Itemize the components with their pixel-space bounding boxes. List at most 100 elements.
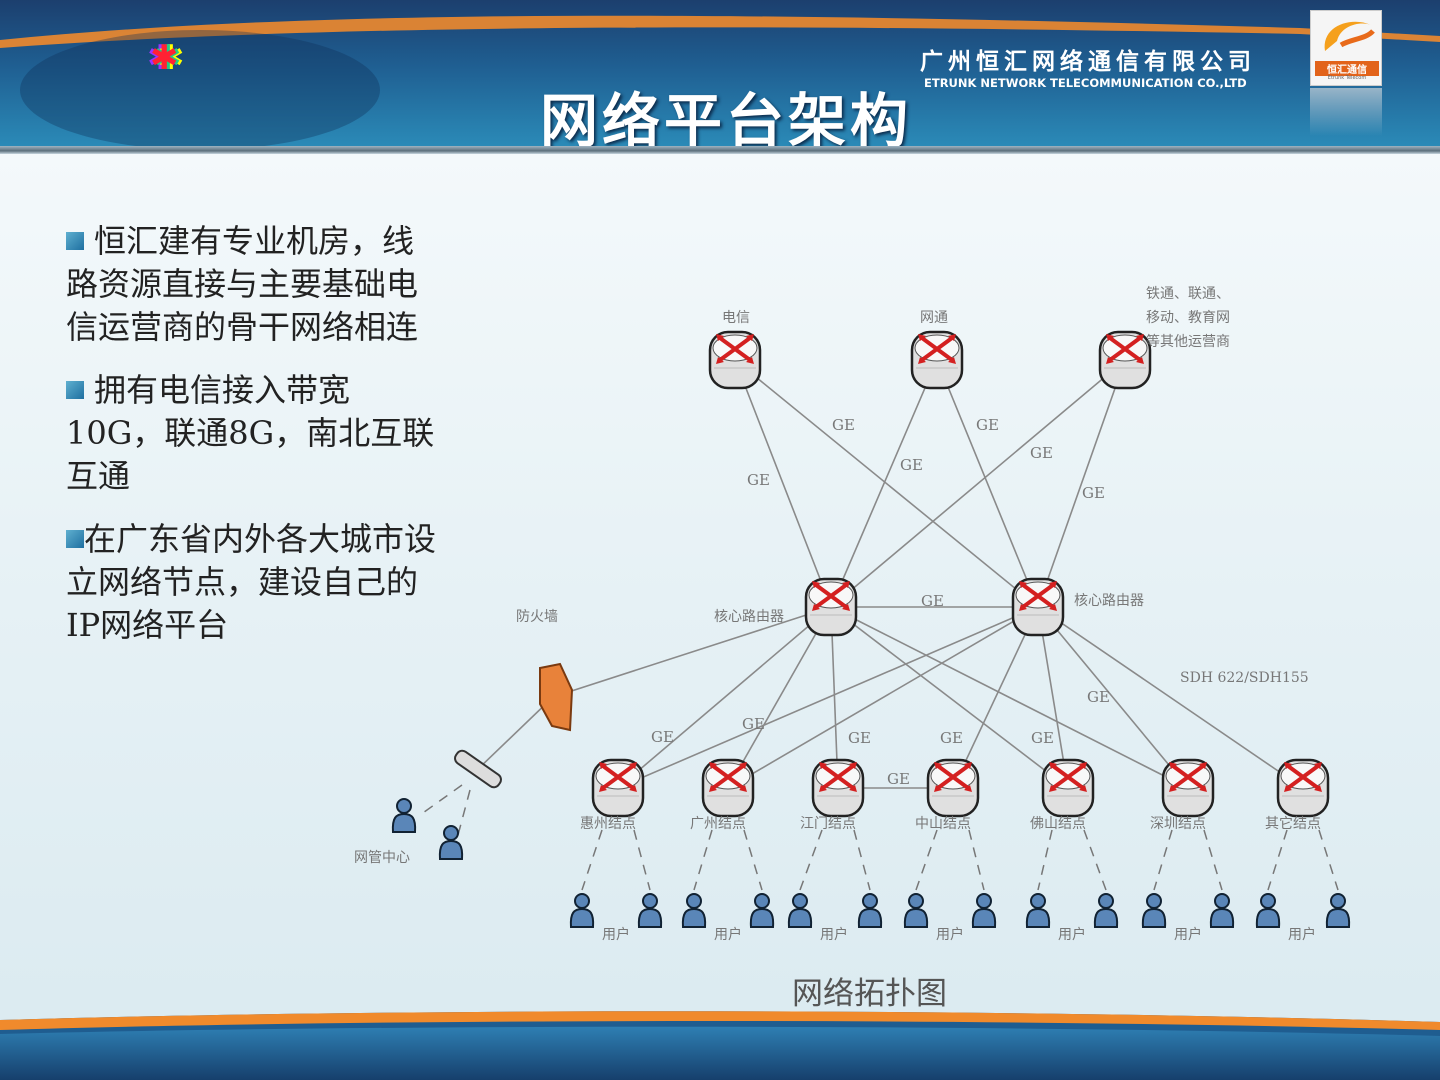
- link-label: GE: [1030, 444, 1053, 462]
- link-label: GE: [832, 416, 855, 434]
- admin-center-label: 网管中心: [354, 850, 410, 866]
- user-icon: [1209, 893, 1235, 928]
- user-icon: [681, 893, 707, 928]
- user-icon: [903, 893, 929, 928]
- user-icon: [637, 893, 663, 928]
- link-label: GE: [887, 770, 910, 788]
- user-label: 用户: [1058, 926, 1086, 943]
- user-icon: [391, 798, 417, 833]
- dashed-link: [968, 829, 985, 891]
- core-router-icon: [1011, 577, 1065, 637]
- link-label: GE: [940, 729, 963, 747]
- user-icon: [1141, 893, 1167, 928]
- sdh-label: SDH 622/SDH155: [1180, 670, 1309, 686]
- switch-icon: [454, 749, 502, 789]
- dashed-link: [633, 829, 651, 891]
- node-label: 惠州结点: [580, 816, 636, 832]
- network-link: [727, 606, 1039, 789]
- user-label: 用户: [1288, 926, 1316, 943]
- network-link: [830, 359, 938, 608]
- logo-text: 恒汇通信: [1315, 61, 1379, 76]
- core-router-right-label: 核心路由器: [1074, 593, 1144, 609]
- network-link: [617, 606, 1039, 789]
- header-divider: [0, 146, 1440, 154]
- node-label: 佛山结点: [1030, 816, 1086, 832]
- network-link: [1037, 359, 1126, 608]
- isp-label-netcom: 网通: [920, 310, 948, 326]
- node-label: 江门结点: [800, 816, 856, 832]
- user-icon: [857, 893, 883, 928]
- network-link: [830, 359, 1126, 608]
- network-link: [830, 606, 1069, 789]
- link-label: GE: [1031, 729, 1054, 747]
- node-router-icon: [591, 758, 645, 818]
- network-link: [617, 606, 832, 789]
- dashed-link: [799, 829, 823, 891]
- firewall-icon: [539, 662, 574, 732]
- bullet-item: 拥有电信接入带宽10G，联通8G，南北互联互通: [66, 369, 436, 498]
- network-link: [1037, 606, 1189, 789]
- dashed-link: [419, 784, 463, 816]
- node-label: 广州结点: [690, 816, 746, 832]
- network-link: [734, 359, 832, 608]
- bullet-text: 恒汇建有专业机房，线路资源直接与主要基础电信运营商的骨干网络相连: [66, 222, 419, 346]
- network-link: [936, 359, 1039, 608]
- node-label: 其它结点: [1265, 815, 1321, 832]
- link-label: GE: [742, 715, 765, 733]
- dashed-link: [1037, 829, 1053, 891]
- user-label: 用户: [602, 926, 630, 943]
- network-link: [727, 606, 832, 789]
- bullet-text: 拥有电信接入带宽10G，联通8G，南北互联互通: [66, 371, 435, 495]
- link-label: GE: [921, 592, 944, 610]
- dashed-link: [457, 789, 471, 836]
- isp-label-telecom: 电信: [722, 310, 750, 326]
- user-icon: [569, 893, 595, 928]
- node-router-icon: [926, 758, 980, 818]
- bullet-list: 恒汇建有专业机房，线路资源直接与主要基础电信运营商的骨干网络相连 拥有电信接入带…: [66, 220, 436, 667]
- dashed-link: [1203, 829, 1223, 891]
- link-label: GE: [900, 456, 923, 474]
- bullet-text: 在广东省内外各大城市设立网络节点，建设自己的IP网络平台: [66, 520, 437, 644]
- network-link: [952, 606, 1039, 789]
- network-link: [552, 606, 832, 698]
- isp-label-others-3: 等其他运营商: [1146, 333, 1230, 350]
- core-router-icon: [804, 577, 858, 637]
- bullet-item: 在广东省内外各大城市设立网络节点，建设自己的IP网络平台: [66, 518, 436, 647]
- user-icon: [1325, 893, 1351, 928]
- network-link: [1037, 606, 1069, 789]
- link-label: GE: [848, 729, 871, 747]
- logo-reflection: [1310, 88, 1382, 136]
- bullet-square-icon: [66, 381, 84, 399]
- network-link: [830, 606, 839, 789]
- link-label: GE: [651, 728, 674, 746]
- company-logo: 恒汇通信 Etrunk Telecom: [1310, 10, 1382, 86]
- company-name-cn: 广州恒汇网络通信有限公司: [920, 49, 1256, 75]
- link-label: GE: [747, 471, 770, 489]
- user-icon: [1093, 893, 1119, 928]
- router-icon: [708, 330, 762, 390]
- node-router-icon: [701, 758, 755, 818]
- node-router-icon: [811, 758, 865, 818]
- link-label: GE: [1082, 484, 1105, 502]
- slide-footer: [0, 1011, 1440, 1080]
- link-label: GE: [1087, 688, 1110, 706]
- link-label: GE: [976, 416, 999, 434]
- header-swoosh: [0, 15, 1440, 148]
- dashed-link: [581, 829, 603, 891]
- isp-label-others-2: 移动、教育网: [1146, 310, 1230, 326]
- firewall-label: 防火墙: [516, 609, 558, 625]
- network-link: [734, 359, 1039, 608]
- dashed-link: [693, 829, 713, 891]
- company-name-en: ETRUNK NETWORK TELECOMMUNICATION CO.,LTD: [924, 76, 1247, 90]
- node-label: 深圳结点: [1150, 816, 1206, 832]
- slide-header: ✱ 网络平台架构 广州恒汇网络通信有限公司 ETRUNK NETWORK TEL…: [0, 0, 1440, 148]
- network-link: [476, 696, 554, 771]
- user-icon: [787, 893, 813, 928]
- logo-subtext: Etrunk Telecom: [1327, 75, 1367, 81]
- node-label: 中山结点: [915, 816, 971, 832]
- network-link: [1037, 606, 1304, 789]
- router-icon: [1098, 330, 1152, 390]
- dashed-link: [853, 829, 871, 891]
- bullet-square-icon: [66, 232, 84, 250]
